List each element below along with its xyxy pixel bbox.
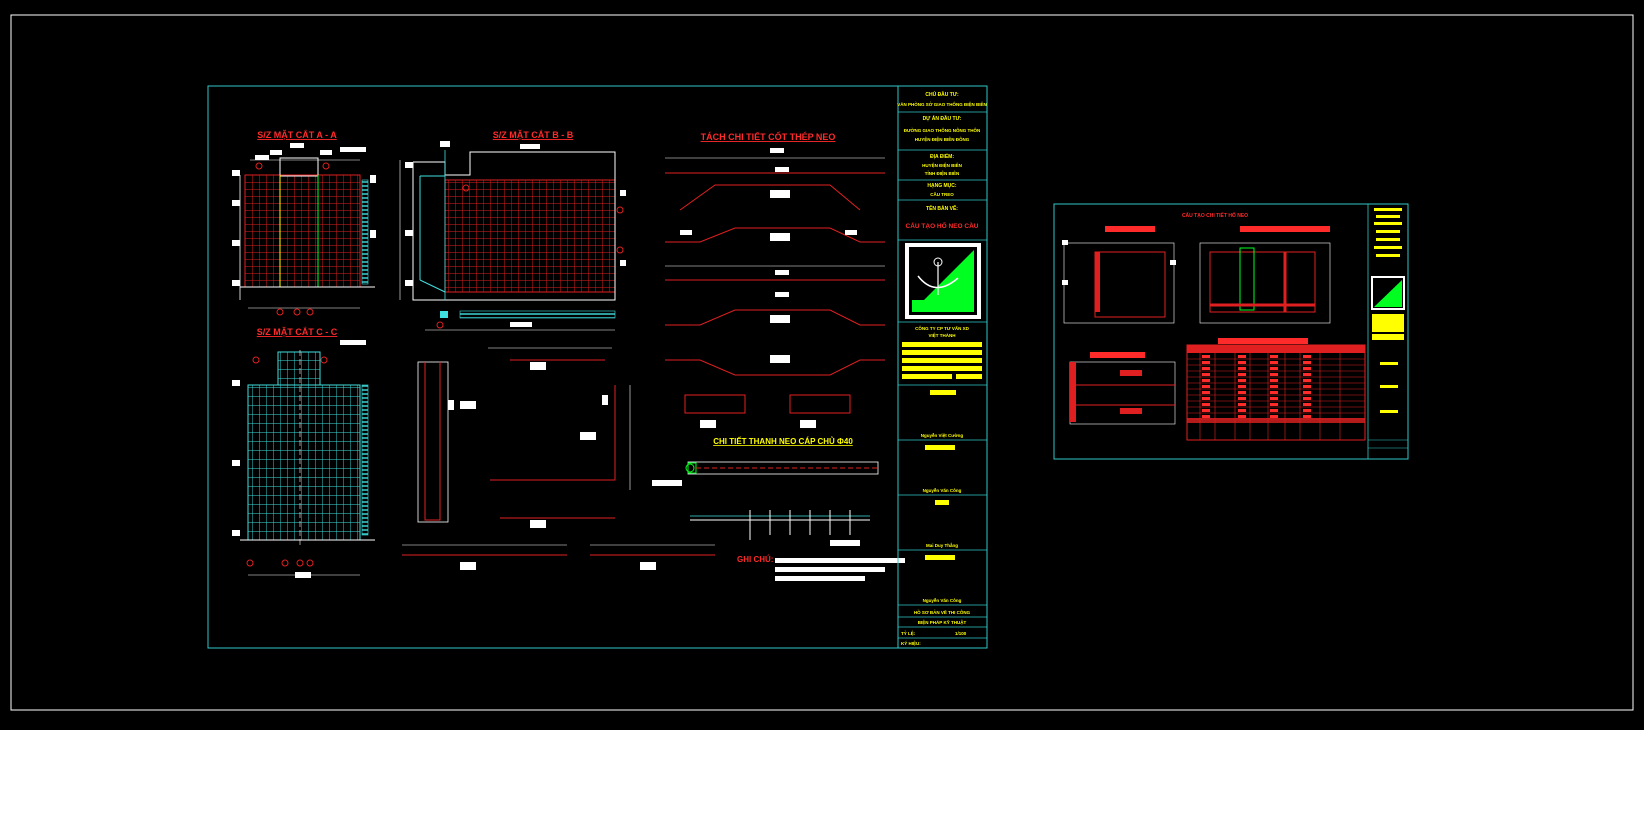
cable-detail-title: CHI TIẾT THANH NEO CÁP CHỦ Ф40 bbox=[713, 436, 853, 446]
rebar-labels bbox=[680, 148, 857, 428]
section-aa-title: S/Z MẶT CẮT A - A bbox=[257, 130, 337, 140]
sheet-2-section-bottom bbox=[1069, 352, 1176, 425]
section-cc-drawing bbox=[232, 340, 375, 578]
table-cell-mark bbox=[1270, 379, 1278, 382]
table-cell-mark bbox=[1270, 403, 1278, 406]
item-label: HẠNG MỤC: bbox=[927, 183, 956, 189]
rebar-detail-title: TÁCH CHI TIẾT CỐT THÉP NEO bbox=[701, 131, 836, 142]
table-cell-mark bbox=[1238, 379, 1246, 382]
table-cell-mark bbox=[1238, 391, 1246, 394]
rebar-bend-details bbox=[665, 157, 885, 414]
sheet-2-rebar-table bbox=[1186, 344, 1366, 441]
table-cell-mark bbox=[1270, 361, 1278, 364]
table-cell-mark bbox=[1303, 391, 1311, 394]
company-info-lines bbox=[902, 342, 982, 560]
signer-3: Mai Duy Thắng bbox=[926, 542, 958, 548]
table-cell-mark bbox=[1303, 373, 1311, 376]
table-cell-mark bbox=[1303, 403, 1311, 406]
table-cell-mark bbox=[1303, 385, 1311, 388]
outer-frame bbox=[10, 14, 1634, 711]
table-cell-mark bbox=[1238, 361, 1246, 364]
table-cell-mark bbox=[1303, 361, 1311, 364]
table-cell-mark bbox=[1202, 403, 1210, 406]
location-line-2: TỈNH ĐIỆN BIÊN bbox=[925, 169, 960, 176]
scale-value: 1/100 bbox=[955, 631, 967, 636]
sheet-2-plan-left bbox=[1062, 226, 1176, 324]
table-cell-mark bbox=[1238, 403, 1246, 406]
anchor-bar-details bbox=[402, 347, 715, 556]
cable-anchor-detail bbox=[652, 461, 879, 546]
table-cell-mark bbox=[1202, 373, 1210, 376]
company-line-1: CÔNG TY CP TƯ VẤN XD bbox=[915, 324, 970, 331]
table-cell-mark bbox=[1270, 367, 1278, 370]
footer-line-1: HỒ SƠ BẢN VẼ THI CÔNG bbox=[914, 608, 971, 615]
table-cell-mark bbox=[1202, 391, 1210, 394]
table-cell-mark bbox=[1270, 391, 1278, 394]
table-cell-mark bbox=[1238, 373, 1246, 376]
table-cell-mark bbox=[1202, 409, 1210, 412]
anchor-bar-labels bbox=[448, 362, 656, 570]
cad-viewport[interactable]: S/Z MẶT CẮT A - A S/Z MẶT CẮT B - B TÁCH… bbox=[0, 0, 1644, 730]
table-cell-mark bbox=[1202, 385, 1210, 388]
section-cc-title: S/Z MẶT CẮT C - C bbox=[257, 327, 338, 337]
title-block: CHỦ ĐẦU TƯ: VĂN PHÒNG SỞ GIAO THÔNG ĐIỆN… bbox=[897, 86, 987, 648]
project-line-2: HUYỆN ĐIỆN BIÊN ĐÔNG bbox=[915, 135, 970, 142]
footer-line-2: BIỆN PHÁP KỸ THUẬT bbox=[918, 618, 967, 625]
company-line-2: VIỆT THÀNH bbox=[929, 331, 956, 338]
notes-text-block bbox=[775, 558, 905, 581]
table-cell-mark bbox=[1202, 397, 1210, 400]
sheet-2-title: CẤU TẠO CHI TIẾT HỐ NEO bbox=[1182, 212, 1248, 219]
scale-label: TỶ LỆ: bbox=[901, 629, 916, 636]
table-cell-mark bbox=[1270, 397, 1278, 400]
table-cell-mark bbox=[1238, 397, 1246, 400]
table-cell-mark bbox=[1270, 385, 1278, 388]
cad-drawing-canvas: S/Z MẶT CẮT A - A S/Z MẶT CẮT B - B TÁCH… bbox=[10, 14, 1634, 711]
sheet-2-plan-right bbox=[1199, 226, 1331, 344]
drawing-label: TÊN BẢN VẼ: bbox=[926, 204, 958, 212]
signer-2: Nguyễn Văn Công bbox=[923, 487, 962, 493]
table-cell-mark bbox=[1238, 367, 1246, 370]
sheet-2-border bbox=[1053, 203, 1409, 460]
sheet-label: KÝ HIỆU: bbox=[901, 639, 921, 646]
table-cell-mark bbox=[1202, 367, 1210, 370]
section-bb-title: S/Z MẶT CẮT B - B bbox=[493, 130, 574, 140]
sheet-1: S/Z MẶT CẮT A - A S/Z MẶT CẮT B - B TÁCH… bbox=[207, 85, 988, 649]
section-bb-drawing bbox=[399, 141, 626, 331]
table-cell-mark bbox=[1303, 379, 1311, 382]
sheet-1-border bbox=[207, 85, 988, 649]
signer-1: Nguyễn Việt Cường bbox=[921, 432, 964, 438]
table-cell-mark bbox=[1202, 379, 1210, 382]
table-cell-mark bbox=[1238, 415, 1246, 418]
table-cell-mark bbox=[1238, 355, 1246, 358]
notes-label: GHI CHÚ: bbox=[737, 555, 773, 564]
location-line-1: HUYỆN ĐIỆN BIÊN bbox=[922, 161, 962, 168]
sheet-2-title-block bbox=[1368, 208, 1408, 449]
sheet-2: CẤU TẠO CHI TIẾT HỐ NEO bbox=[1053, 203, 1409, 460]
section-aa-drawing bbox=[232, 143, 376, 316]
table-cell-mark bbox=[1238, 385, 1246, 388]
table-cell-mark bbox=[1303, 409, 1311, 412]
investor-name: VĂN PHÒNG SỞ GIAO THÔNG ĐIỆN BIÊN bbox=[897, 100, 987, 107]
table-cell-mark bbox=[1270, 373, 1278, 376]
project-label: DỰ ÁN ĐẦU TƯ: bbox=[923, 115, 962, 122]
table-cell-mark bbox=[1303, 367, 1311, 370]
table-cell-mark bbox=[1303, 397, 1311, 400]
company-logo bbox=[905, 243, 981, 319]
table-cell-mark bbox=[1238, 409, 1246, 412]
item-name: CẦU TREO bbox=[930, 191, 954, 197]
table-cell-mark bbox=[1270, 409, 1278, 412]
table-cell-mark bbox=[1270, 415, 1278, 418]
table-cell-mark bbox=[1303, 355, 1311, 358]
table-cell-mark bbox=[1202, 361, 1210, 364]
signer-4: Nguyễn Văn Công bbox=[923, 597, 962, 603]
table-cell-mark bbox=[1202, 415, 1210, 418]
table-cell-mark bbox=[1270, 355, 1278, 358]
drawing-name: CẤU TẠO HỐ NEO CẦU bbox=[906, 220, 979, 230]
table-cell-mark bbox=[1202, 355, 1210, 358]
table-cell-mark bbox=[1303, 415, 1311, 418]
project-line-1: ĐƯỜNG GIAO THÔNG NÔNG THÔN bbox=[904, 126, 981, 133]
investor-label: CHỦ ĐẦU TƯ: bbox=[925, 91, 959, 98]
location-label: ĐỊA ĐIỂM: bbox=[930, 153, 954, 160]
